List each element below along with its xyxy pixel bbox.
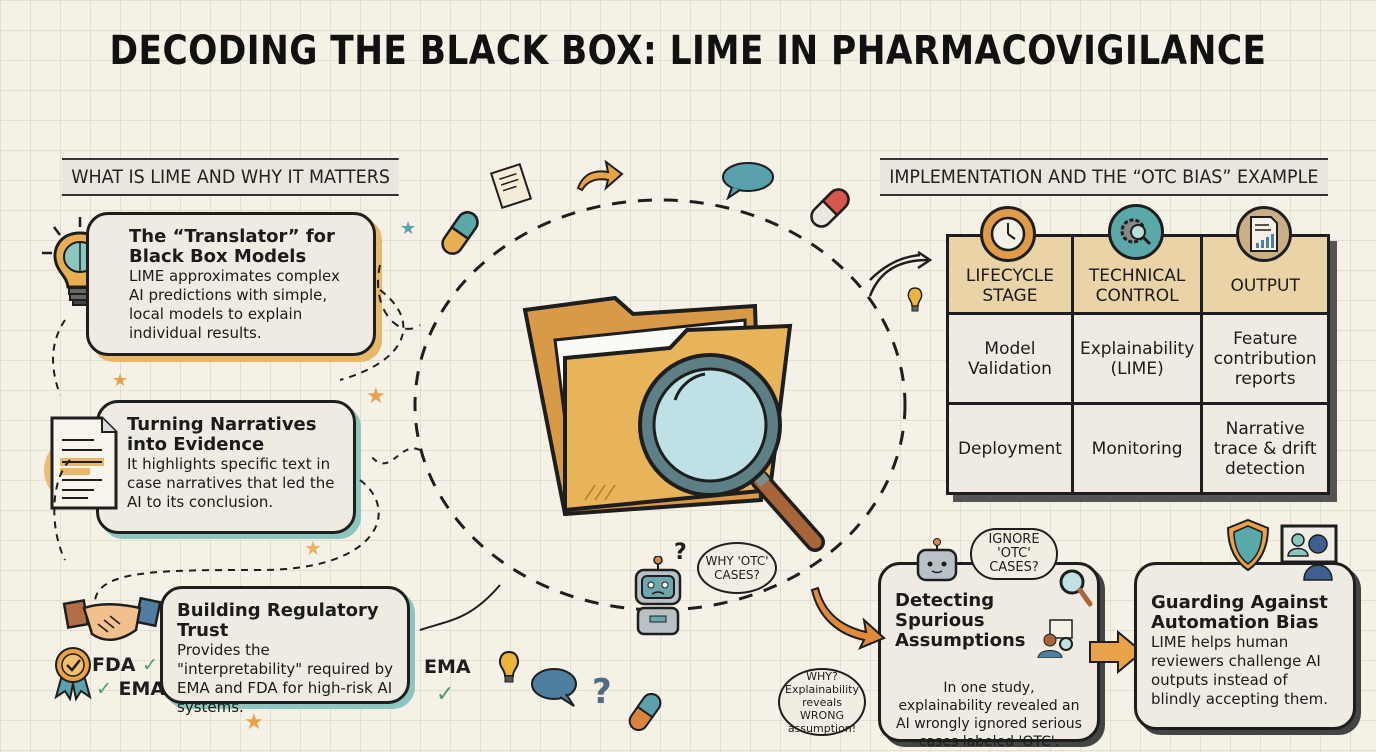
check-icon: ✓ [142,654,159,676]
curved-arrow-icon [810,586,886,650]
star-icon: ★ [112,370,129,391]
table-row: Deployment Monitoring Narrative trace & … [946,402,1330,495]
fda-badge: FDA ✓ [92,654,158,676]
dashed-orbit-path [369,198,920,631]
check-icon: ✓ [436,682,455,707]
card-regulatory-trust: Building Regulatory Trust Provides the "… [160,586,410,716]
table-cell: Deployment [946,402,1074,495]
robot-speech-bubble: WHY 'OTC' CASES? [697,542,777,594]
shield-icon [1226,518,1270,576]
gear-magnifier-icon [1108,204,1164,260]
table-cell: Narrative trace & drift detection [1200,402,1330,495]
arrow-right-icon [1089,630,1144,674]
header-technical-control: TECHNICAL CONTROL [1070,234,1204,315]
lightbulb-icon [494,646,524,690]
folder-magnifier-icon [515,280,835,564]
table-cell: Feature contribution reports [1200,312,1330,405]
lightbulb-icon [904,284,926,318]
ema-label: EMA [118,678,166,700]
star-icon: ★ [244,710,264,735]
card-title: Guarding Against Automation Bias [1151,592,1328,633]
table-cell: Explainability (LIME) [1070,312,1204,405]
card-body: LIME approximates complex AI predictions… [129,267,340,342]
card-title: Turning Narratives into Evidence [127,414,317,455]
speech-bubble-icon [720,160,776,204]
card-narratives: Turning Narratives into Evidence It high… [96,400,356,534]
why-speech-bubble: WHY? Explainability reveals WRONG assump… [778,668,866,736]
page-title: DECODING THE BLACK BOX: LIME IN PHARMACO… [109,28,1267,74]
capsule-icon [628,690,662,738]
document-highlight-icon [38,410,128,524]
star-icon: ★ [304,536,322,560]
card-body: LIME helps human reviewers challenge AI … [1151,633,1328,708]
check-icon: ✓ [96,678,112,700]
card-body: Provides the "interpretability" required… [177,641,393,716]
fda-label: FDA [92,654,136,676]
notepad-icon [488,162,538,216]
reviewer-monitor-icon [1280,524,1340,586]
robot-icon [912,538,962,592]
ema-badge: ✓ EMA [96,678,165,700]
handshake-icon [62,594,162,654]
ema-standalone-label: EMA [424,656,471,678]
table-row: Model Validation Explainability (LIME) F… [946,312,1330,405]
lifecycle-table: LIFECYCLE STAGE TECHNICAL CONTROL OUTPUT… [946,234,1330,495]
speech-bubble-icon [530,666,582,712]
robot-icon [628,555,688,640]
curved-arrow-icon [868,250,933,297]
report-chart-icon [1236,206,1292,262]
card-spurious-assumptions: Detecting Spurious Assumptions In one st… [878,562,1100,750]
card-title: The “Translator” for Black Box Models [129,226,335,267]
table-cell: Model Validation [946,312,1074,405]
question-mark-icon: ? [674,540,687,565]
question-mark-icon: ? [592,672,612,712]
card-title: Building Regulatory Trust [177,600,379,641]
magnifier-icon [1058,568,1094,612]
card-title: Detecting Spurious Assumptions [895,590,1026,651]
robot-speech-bubble: IGNORE 'OTC' CASES? [970,528,1058,580]
table-cell: Monitoring [1070,402,1204,495]
star-icon: ★ [400,218,417,239]
capsule-icon [440,208,480,262]
arrow-right-icon [574,158,624,198]
left-dashed-connectors [52,289,405,601]
right-section-header: IMPLEMENTATION AND THE “OTC BIAS” EXAMPL… [880,158,1328,196]
card-translator: The “Translator” for Black Box Models LI… [86,212,376,356]
award-badge-icon [52,645,94,705]
capsule-icon [808,186,852,234]
card-automation-bias: Guarding Against Automation Bias LIME he… [1134,562,1356,730]
card-body: In one study, explainability revealed an… [896,680,1082,750]
left-section-header: WHAT IS LIME AND WHY IT MATTERS [62,158,400,196]
reviewer-document-icon [1036,618,1080,662]
stopwatch-icon [980,206,1036,262]
card-body: It highlights specific text in case narr… [127,455,335,511]
star-icon: ★ [366,384,386,409]
